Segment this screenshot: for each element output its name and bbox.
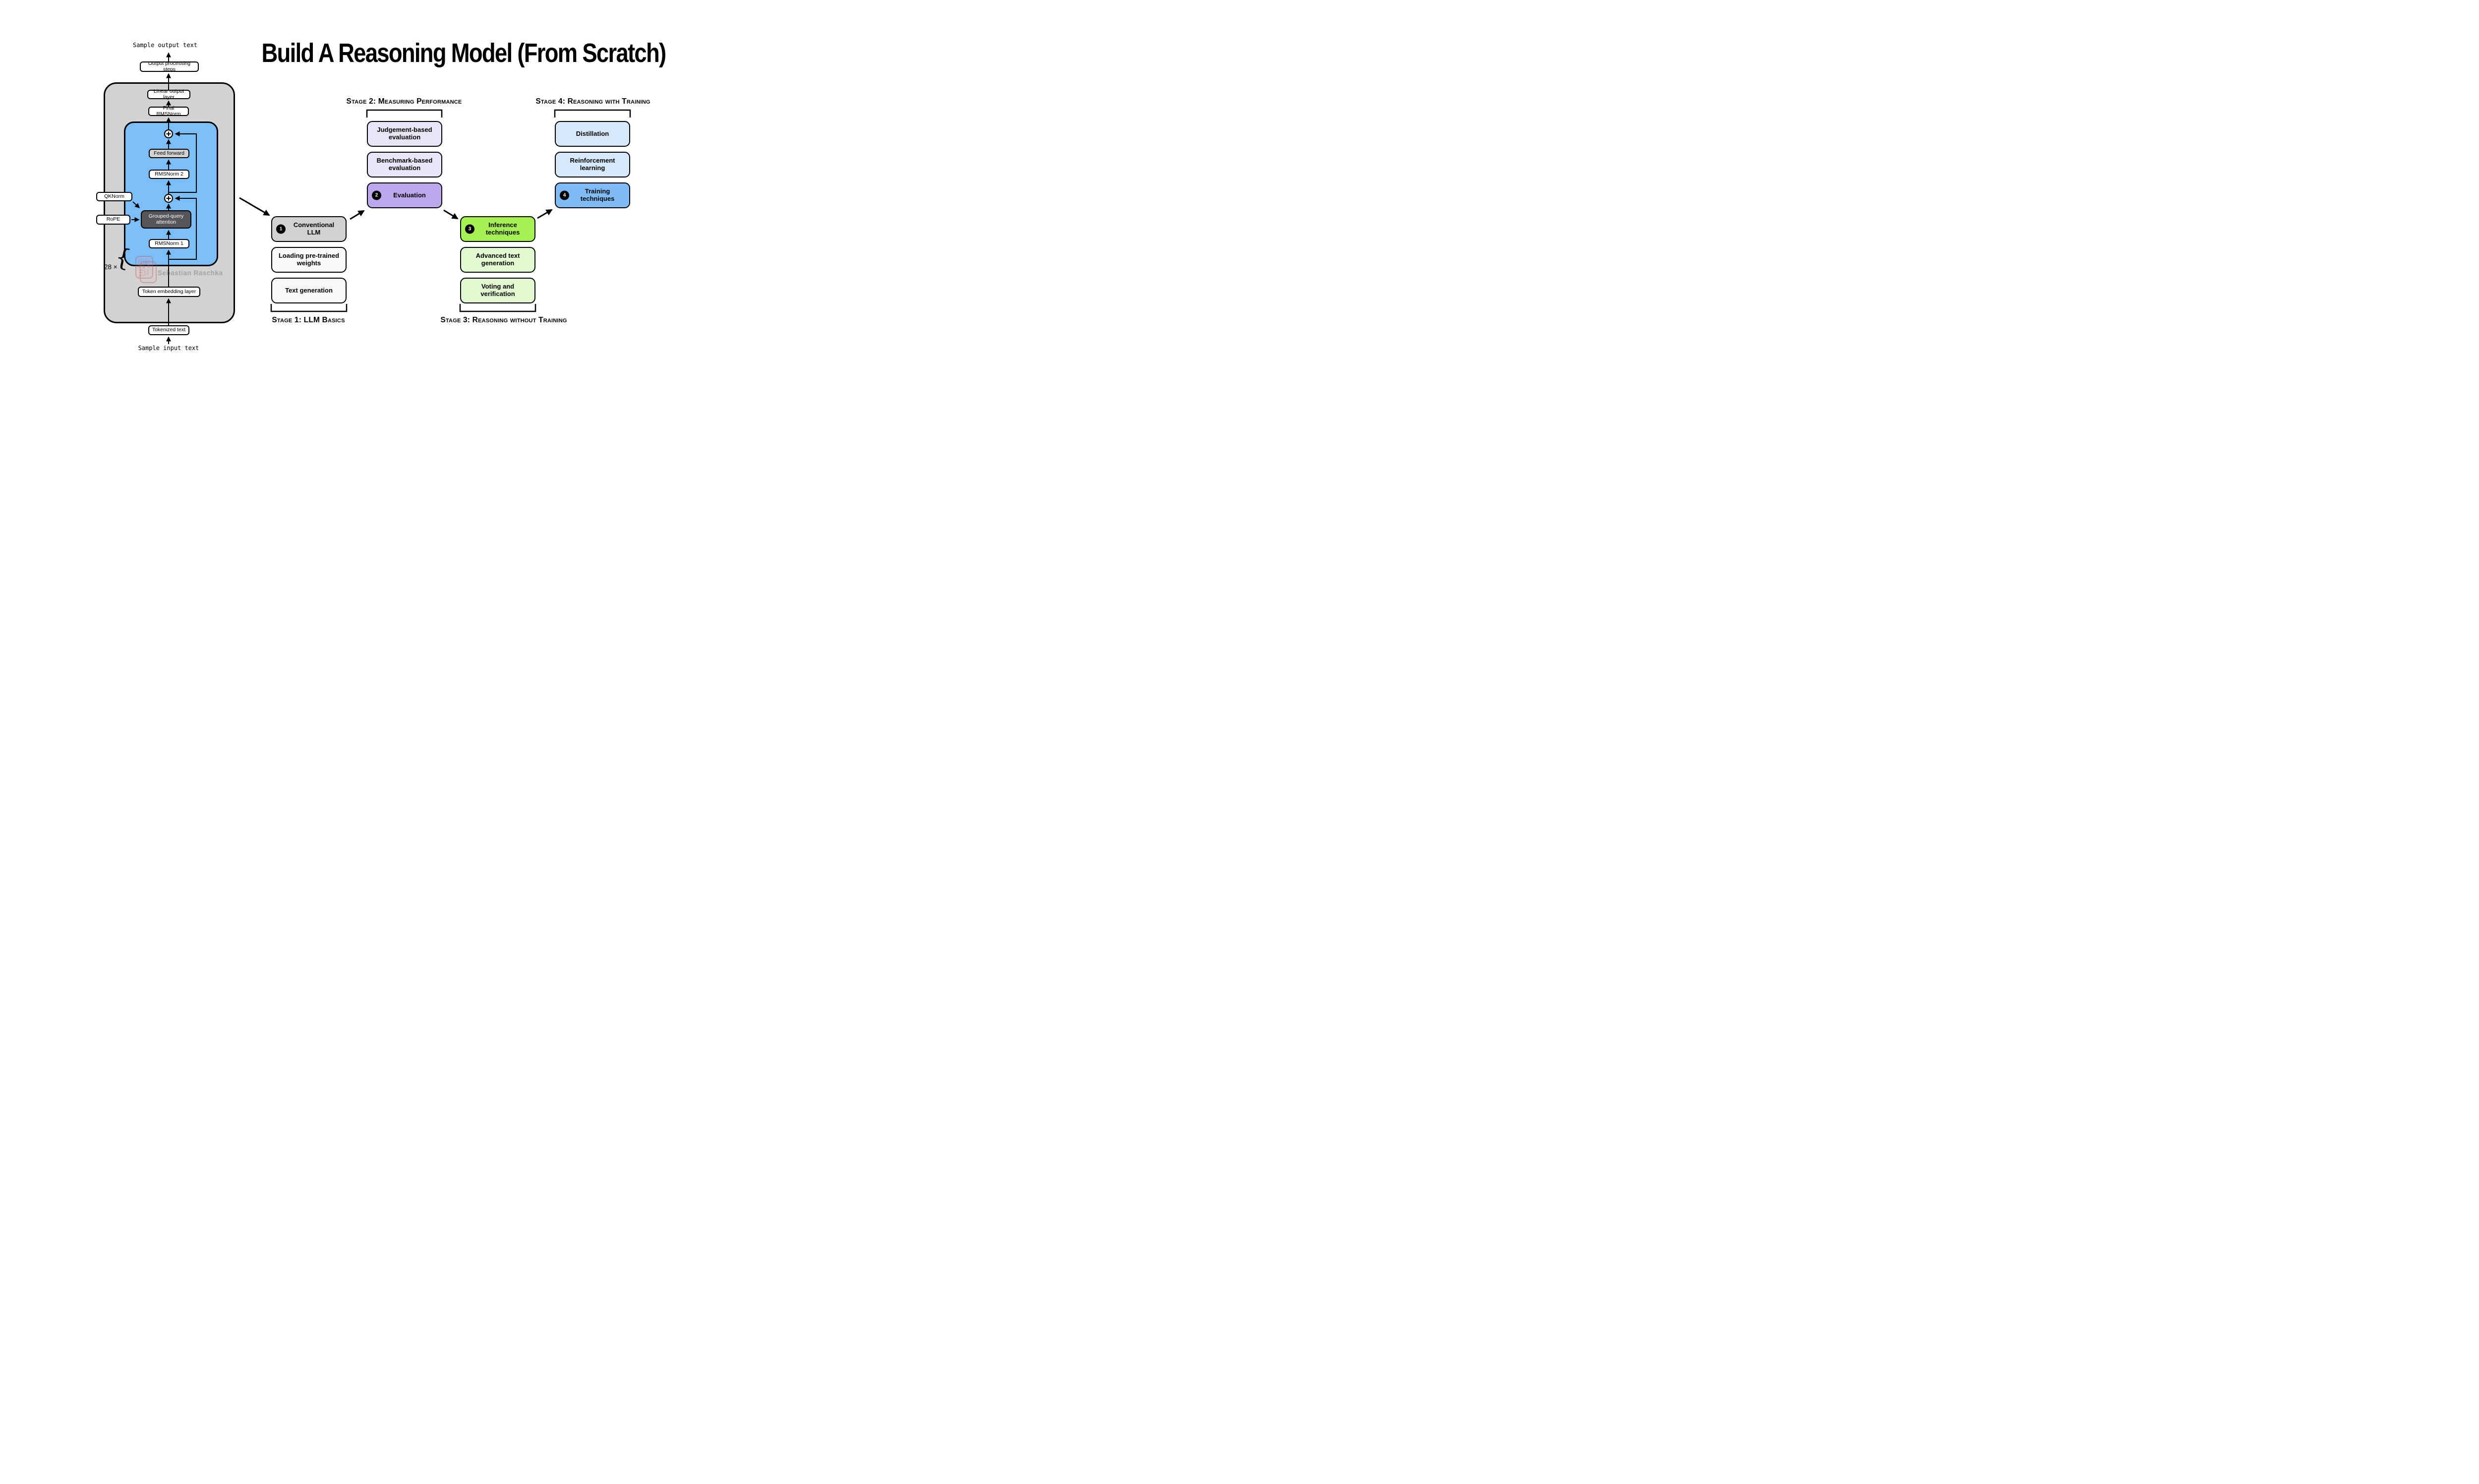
- stage1-box-loading-weights: Loading pre-trained weights: [271, 247, 347, 273]
- bracket-stage3: [459, 304, 536, 312]
- stage1-box-conventional-llm: 1 Conventional LLM: [271, 216, 347, 242]
- box-label: Text generation: [285, 286, 333, 294]
- arrow-stage1-to-stage2: [350, 210, 365, 220]
- rope-box: RoPE: [96, 215, 130, 225]
- arrow-diagram-to-stage1: [239, 197, 270, 216]
- stage3-heading: Stage 3: Reasoning without Training: [440, 316, 567, 324]
- stage2-box-evaluation: 2 Evaluation: [367, 182, 442, 208]
- stage1-heading: Stage 1: LLM Basics: [272, 316, 345, 324]
- stage1-box-text-generation: Text generation: [271, 278, 347, 303]
- qknorm-box: QKNorm: [96, 192, 132, 201]
- arrow-stage3-to-stage4: [537, 209, 553, 219]
- box-label: Training techniques: [580, 187, 615, 202]
- stage4-box-training-techniques: 4 Training techniques: [555, 182, 630, 208]
- output-processing-box: Output processing steps: [140, 60, 199, 72]
- box-label: Reinforcement learning: [570, 157, 615, 172]
- final-rmsnorm-box: Final RMSNorm: [148, 105, 189, 117]
- box-label: Conventional LLM: [293, 221, 335, 236]
- bracket-stage1: [270, 304, 348, 312]
- tokenized-text-box: Tokenized text: [148, 325, 189, 335]
- box-label: Inference techniques: [485, 221, 520, 236]
- stage3-box-inference-techniques: 3 Inference techniques: [460, 216, 535, 242]
- box-label: Advanced text generation: [475, 252, 520, 267]
- stage4-box-reinforcement-learning: Reinforcement learning: [555, 152, 630, 178]
- arrow-stage2-to-stage3: [443, 209, 459, 220]
- stage4-heading: Stage 4: Reasoning with Training: [535, 97, 650, 106]
- rmsnorm1-box: RMSNorm 1: [149, 239, 189, 248]
- stage2-box-judgement-eval: Judgement-based evaluation: [367, 121, 442, 147]
- token-embedding-box: Token embedding layer: [138, 287, 200, 297]
- page-title: Build A Reasoning Model (From Scratch): [261, 38, 667, 68]
- sample-input-label: Sample input text: [138, 345, 199, 352]
- feed-forward-box: Feed forward: [149, 149, 189, 158]
- repeat-count-label: 28 ×: [104, 263, 118, 271]
- box-label: Evaluation: [393, 191, 426, 199]
- box-label: Distillation: [576, 129, 609, 137]
- grouped-query-attention-box: Grouped-query attention: [141, 210, 191, 229]
- circuit-chip-logo-icon: [135, 256, 157, 283]
- stage2-heading: Stage 2: Measuring Performance: [346, 97, 462, 106]
- step-badge-2: 2: [372, 190, 381, 200]
- bracket-stage2: [366, 109, 443, 118]
- linear-output-box: Linear output layer: [147, 88, 190, 100]
- stage2-box-benchmark-eval: Benchmark-based evaluation: [367, 152, 442, 178]
- stage3-box-advanced-text-generation: Advanced text generation: [460, 247, 535, 273]
- stage3-box-voting-verification: Voting and verification: [460, 278, 535, 303]
- watermark-author: Sebastian Raschka: [158, 269, 223, 277]
- box-label: Judgement-based evaluation: [377, 126, 432, 141]
- step-badge-4: 4: [560, 190, 569, 200]
- stage4-box-distillation: Distillation: [555, 121, 630, 147]
- step-badge-1: 1: [276, 224, 286, 234]
- box-label: Loading pre-trained weights: [278, 252, 340, 267]
- step-badge-3: 3: [465, 224, 474, 234]
- bracket-stage4: [554, 109, 631, 118]
- rmsnorm2-box: RMSNorm 2: [149, 170, 189, 179]
- box-label: Voting and verification: [480, 283, 515, 297]
- box-label: Benchmark-based evaluation: [376, 157, 433, 172]
- sample-output-label: Sample output text: [132, 42, 198, 49]
- poster-canvas: Build A Reasoning Model (From Scratch): [0, 0, 757, 371]
